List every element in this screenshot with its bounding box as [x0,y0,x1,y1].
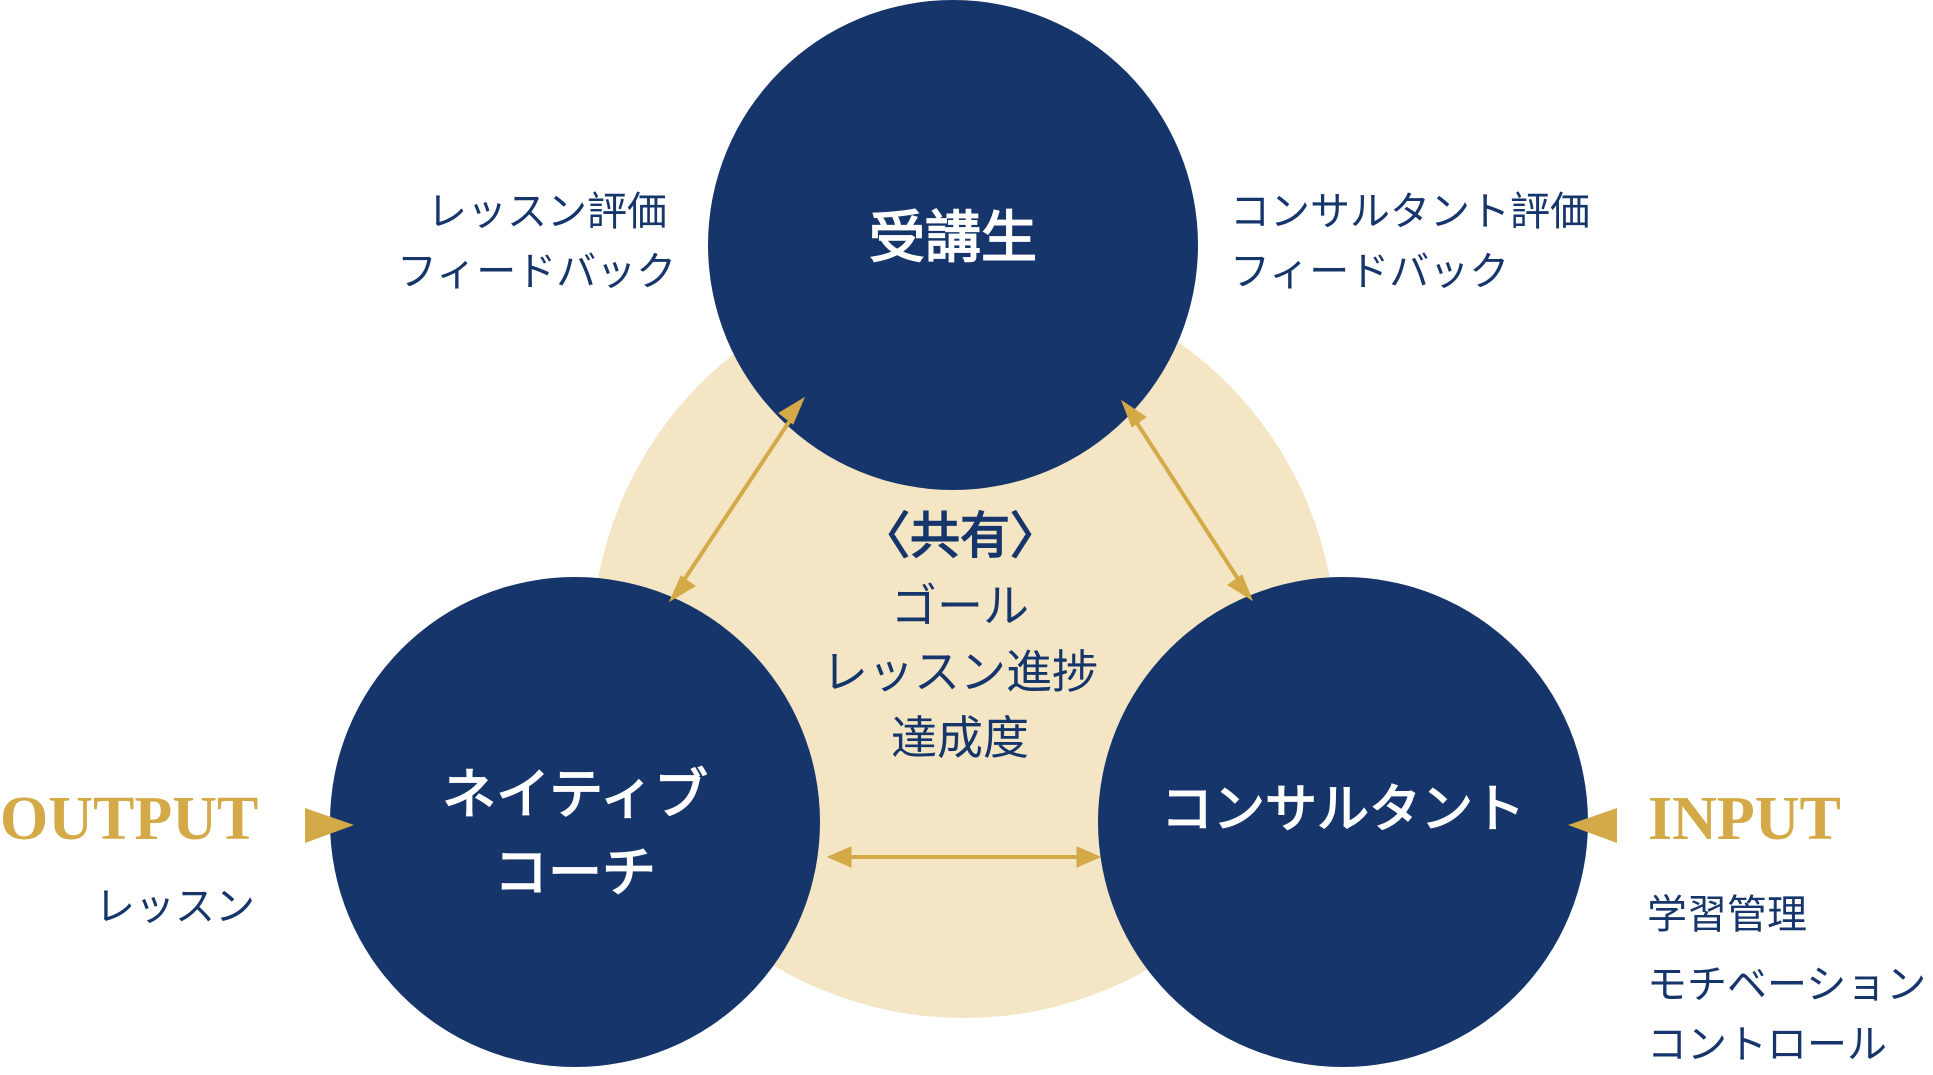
left-top-feedback: レッスン評価 フィードバック [397,182,677,302]
input-item: モチベーション [1647,962,1927,1008]
shared-title: 〈共有〉 [860,506,1060,565]
consultant-circle [1098,577,1588,1067]
output-label: OUTPUT [0,785,259,853]
student-circle [708,0,1198,490]
student-label: 受講生 [869,206,1037,271]
input-item: 学習管理 [1647,892,1807,938]
coach-circle [330,577,820,1067]
consultant-label: コンサルタント [1160,780,1525,840]
coach-consultant-arrow [826,846,1102,868]
shared-content: 〈共有〉 ゴール レッスン進捗 達成度 [780,503,1140,771]
shared-item: 達成度 [891,711,1029,765]
student-coach-arrow [668,396,806,603]
left-top-feedback-line: レッスン評価 [427,189,667,235]
right-top-feedback-line: コンサルタント評価 [1230,189,1590,235]
right-top-feedback: コンサルタント評価 フィードバック [1230,182,1630,302]
input-label: INPUT [1648,785,1841,853]
output-arrow-icon [305,808,354,843]
shared-item: ゴール [891,579,1029,633]
student-consultant-arrow [1120,399,1254,602]
coach-label-line: ネイティブ [442,763,708,826]
output-text: レッスン [95,884,255,930]
input-items: 学習管理 モチベーション コントロール [1647,877,1926,1075]
coach-label-line: コーチ [494,841,656,904]
shared-item: レッスン進捗 [822,645,1098,699]
input-item: コントロール [1647,1022,1887,1068]
input-arrow-icon [1568,808,1617,843]
right-top-feedback-line: フィードバック [1230,249,1510,295]
coach-label: ネイティブ コーチ [405,756,745,912]
left-top-feedback-line: フィードバック [397,249,677,295]
